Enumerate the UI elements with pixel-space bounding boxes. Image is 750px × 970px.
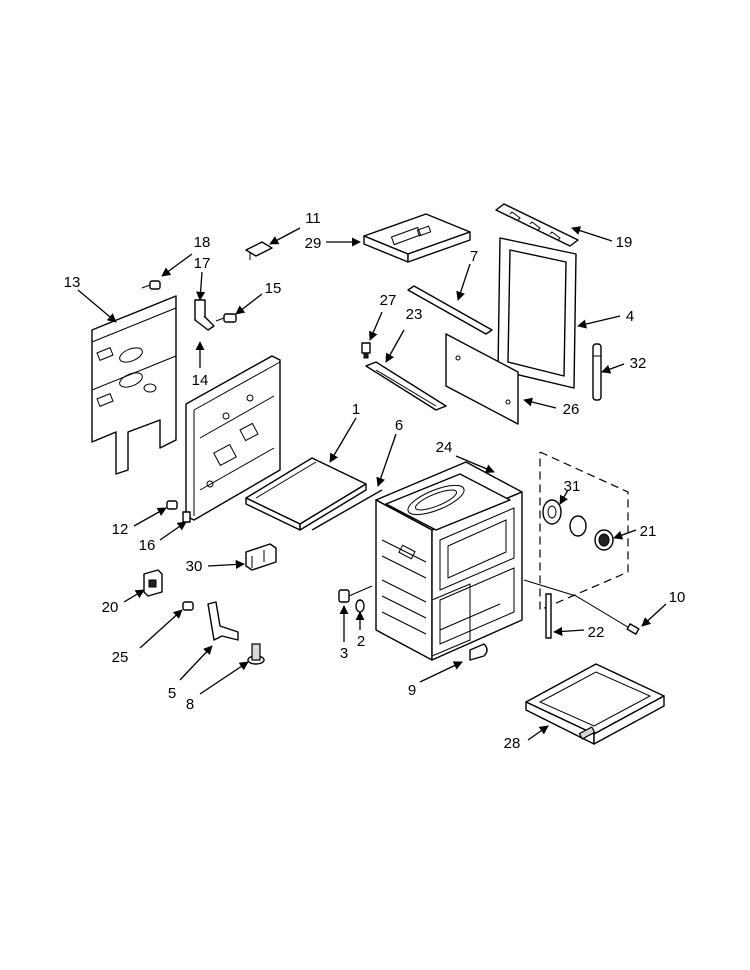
light-socket-part-31 bbox=[542, 499, 587, 537]
door-frame-part-4 bbox=[497, 237, 577, 389]
lens-cover-part-21 bbox=[594, 529, 614, 551]
rear-panel-part-13 bbox=[91, 295, 177, 475]
screw-part-27 bbox=[361, 342, 371, 359]
callout-5: 5 bbox=[168, 685, 176, 702]
screw-part-12 bbox=[166, 500, 178, 510]
callout-11: 11 bbox=[305, 210, 321, 227]
callout-4: 4 bbox=[626, 308, 634, 325]
block-part-20 bbox=[143, 569, 163, 597]
rail-part-23 bbox=[365, 361, 447, 411]
screw-part-16 bbox=[182, 511, 191, 523]
callout-23: 23 bbox=[406, 306, 423, 323]
callout-2: 2 bbox=[357, 633, 365, 650]
callout-7: 7 bbox=[470, 248, 478, 265]
callout-32: 32 bbox=[630, 355, 647, 372]
callout-29: 29 bbox=[305, 235, 322, 252]
callout-18: 18 bbox=[194, 234, 211, 251]
screw-part-15 bbox=[215, 313, 237, 323]
broiler-tray-part-28 bbox=[525, 663, 665, 745]
callout-9: 9 bbox=[408, 682, 416, 699]
leveling-leg-part-8 bbox=[247, 643, 265, 665]
callout-21: 21 bbox=[640, 523, 657, 540]
bracket-part-17-14 bbox=[194, 299, 215, 331]
bracket-part-11 bbox=[245, 241, 273, 260]
callout-13: 13 bbox=[64, 274, 81, 291]
top-cover-part-29 bbox=[363, 213, 471, 263]
leader-lines bbox=[77, 226, 667, 741]
knob-part-9 bbox=[469, 643, 488, 661]
side-panel bbox=[185, 355, 281, 521]
callout-6: 6 bbox=[395, 417, 403, 434]
callout-28: 28 bbox=[504, 735, 521, 752]
callout-14: 14 bbox=[192, 372, 209, 389]
callout-31: 31 bbox=[564, 478, 581, 495]
door-panel-part-26 bbox=[445, 333, 519, 425]
callout-20: 20 bbox=[102, 599, 119, 616]
screw-part-25 bbox=[182, 601, 194, 611]
screw-part-3 bbox=[338, 585, 373, 603]
anti-tip-bracket-part-5 bbox=[207, 601, 239, 641]
callout-25: 25 bbox=[112, 649, 129, 666]
vent-bar-part-19 bbox=[495, 203, 579, 247]
callout-1: 1 bbox=[352, 401, 360, 418]
rod-part-6 bbox=[311, 489, 383, 531]
washer-part-2 bbox=[355, 599, 365, 613]
callout-12: 12 bbox=[112, 521, 129, 538]
callout-16: 16 bbox=[139, 537, 156, 554]
callout-17: 17 bbox=[194, 255, 211, 272]
callout-10: 10 bbox=[669, 589, 686, 606]
floor-panel-part-1 bbox=[245, 457, 367, 531]
oven-cavity-part-24 bbox=[375, 461, 523, 661]
callout-30: 30 bbox=[186, 558, 203, 575]
trim-strip-part-7 bbox=[407, 285, 493, 335]
callout-3: 3 bbox=[340, 645, 348, 662]
rod-part-32 bbox=[592, 343, 602, 401]
light-assembly-dashed-box bbox=[539, 451, 629, 611]
screw-part-18 bbox=[141, 280, 161, 290]
callout-24: 24 bbox=[436, 439, 453, 456]
callout-26: 26 bbox=[563, 401, 580, 418]
callout-27: 27 bbox=[380, 292, 397, 309]
callout-8: 8 bbox=[186, 696, 194, 713]
sensor-part-10 bbox=[523, 579, 640, 635]
callout-22: 22 bbox=[588, 624, 605, 641]
callout-labels: 1 2 3 4 5 6 7 8 9 10 11 12 13 14 15 16 1… bbox=[64, 210, 686, 752]
bracket-part-30 bbox=[245, 543, 277, 571]
callout-19: 19 bbox=[616, 234, 633, 251]
probe-part-22 bbox=[545, 593, 552, 639]
callout-15: 15 bbox=[265, 280, 282, 297]
